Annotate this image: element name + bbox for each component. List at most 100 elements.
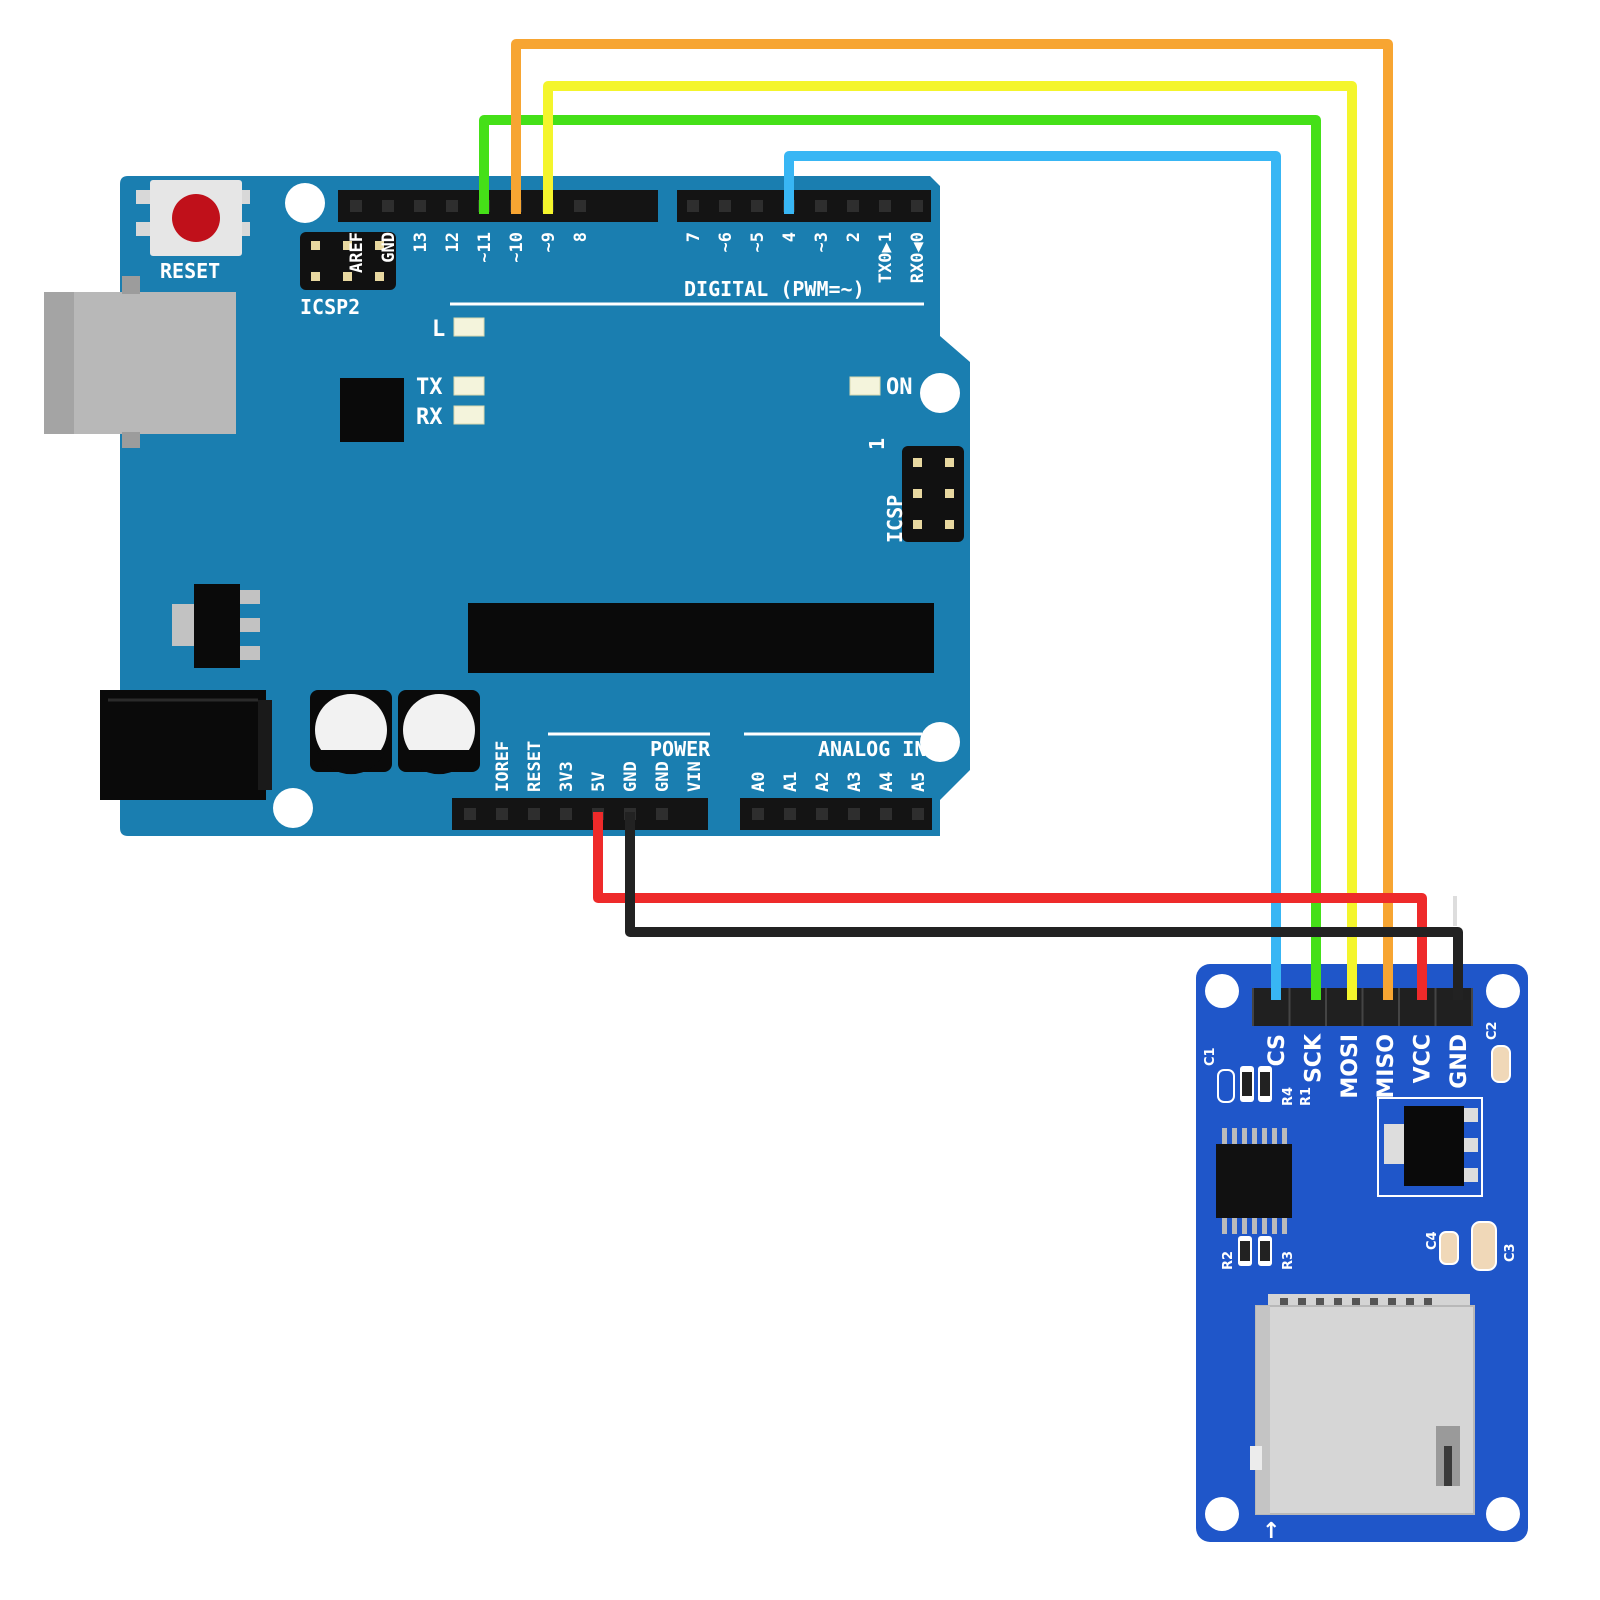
header-pin-socket[interactable] bbox=[879, 200, 891, 212]
capacitor bbox=[310, 690, 392, 775]
led-on-label: ON bbox=[886, 375, 913, 400]
pin-label: GND bbox=[379, 232, 399, 263]
power-label: POWER bbox=[650, 737, 711, 761]
insert-arrow-icon: ↑ bbox=[1262, 1519, 1280, 1544]
header-pin-socket[interactable] bbox=[382, 200, 394, 212]
component-label: C3 bbox=[1503, 1243, 1518, 1262]
pin-label: ~5 bbox=[748, 232, 768, 252]
chip-leg bbox=[1252, 1128, 1257, 1144]
pin-label: ~9 bbox=[539, 232, 559, 252]
capacitor bbox=[398, 690, 480, 775]
header-pin-socket[interactable] bbox=[880, 808, 892, 820]
pin-label: GND bbox=[621, 761, 641, 792]
reset-button[interactable] bbox=[136, 180, 250, 256]
mounting-hole bbox=[1205, 974, 1239, 1008]
pin-label: IOREF bbox=[493, 741, 513, 792]
chip-leg bbox=[1232, 1128, 1237, 1144]
sd-pin-label: SCK bbox=[1301, 1033, 1326, 1083]
mounting-hole bbox=[1486, 974, 1520, 1008]
header-pin-socket[interactable] bbox=[464, 808, 476, 820]
header-pin-socket[interactable] bbox=[816, 808, 828, 820]
sd-slot-contact bbox=[1298, 1298, 1306, 1308]
header-pin-socket[interactable] bbox=[446, 200, 458, 212]
header-pin-socket[interactable] bbox=[752, 808, 764, 820]
header-pin-socket[interactable] bbox=[815, 200, 827, 212]
chip-leg bbox=[1242, 1128, 1247, 1144]
pin-label: 7 bbox=[684, 232, 704, 242]
chip-leg bbox=[1222, 1218, 1227, 1234]
analog-label: ANALOG IN bbox=[818, 737, 926, 761]
wires bbox=[479, 39, 1463, 1000]
led-on bbox=[849, 376, 881, 396]
header-pin-socket[interactable] bbox=[496, 808, 508, 820]
led-tx-label: TX bbox=[416, 375, 443, 400]
digital-label: DIGITAL (PWM=~) bbox=[684, 277, 865, 301]
header-pin-socket[interactable] bbox=[848, 808, 860, 820]
usb-tab bbox=[122, 276, 140, 294]
pin-label: GND bbox=[653, 761, 673, 792]
pin-label: A4 bbox=[877, 772, 897, 792]
reset-label: RESET bbox=[160, 259, 220, 283]
pin-label: ~11 bbox=[475, 232, 495, 263]
smd-capacitor bbox=[1471, 1221, 1497, 1271]
component-label: R4 bbox=[1281, 1087, 1296, 1106]
pin-label: A1 bbox=[781, 772, 801, 792]
pin-label: A5 bbox=[909, 772, 929, 792]
mounting-hole bbox=[920, 722, 960, 762]
component-label: R3 bbox=[1281, 1251, 1296, 1270]
smd-resistor-pair bbox=[1238, 1236, 1272, 1266]
pin-label: 13 bbox=[411, 232, 431, 252]
mounting-hole bbox=[920, 373, 960, 413]
usb-connector-edge bbox=[44, 292, 74, 434]
header-pin-socket[interactable] bbox=[414, 200, 426, 212]
power-header bbox=[452, 798, 708, 830]
pin-label: AREF bbox=[347, 232, 367, 273]
header-pin-socket[interactable] bbox=[687, 200, 699, 212]
pin-label: A2 bbox=[813, 772, 833, 792]
header-pin-socket[interactable] bbox=[560, 808, 572, 820]
pin-label: RX0◀0 bbox=[908, 232, 928, 283]
pin-label: 2 bbox=[844, 232, 864, 242]
sd-pin-label: VCC bbox=[1411, 1034, 1436, 1083]
pin-label: 12 bbox=[443, 232, 463, 252]
component-label: R2 bbox=[1221, 1251, 1236, 1270]
header-pin-socket[interactable] bbox=[719, 200, 731, 212]
header-pin-socket[interactable] bbox=[784, 808, 796, 820]
led-rx bbox=[453, 405, 485, 425]
chip-leg bbox=[1262, 1128, 1267, 1144]
header-pin-socket[interactable] bbox=[574, 200, 586, 212]
sd-slot-contact bbox=[1424, 1298, 1432, 1308]
mounting-hole bbox=[273, 788, 313, 828]
chip-leg bbox=[1262, 1218, 1267, 1234]
pin-label: A0 bbox=[749, 772, 769, 792]
mounting-hole bbox=[1205, 1497, 1239, 1531]
chip-leg bbox=[1282, 1128, 1287, 1144]
pin-label: ~3 bbox=[812, 232, 832, 252]
sd-pin-label: GND bbox=[1447, 1034, 1472, 1089]
micro-sd-slot[interactable]: ↑ bbox=[1250, 1294, 1475, 1544]
chip-leg bbox=[1252, 1218, 1257, 1234]
smd-capacitor bbox=[1217, 1069, 1235, 1103]
header-pin-socket[interactable] bbox=[350, 200, 362, 212]
header-pin-socket[interactable] bbox=[911, 200, 923, 212]
sd-slot-contact bbox=[1280, 1298, 1288, 1308]
header-pin-socket[interactable] bbox=[912, 808, 924, 820]
chip-leg bbox=[1232, 1218, 1237, 1234]
header-pin-socket[interactable] bbox=[847, 200, 859, 212]
header-pin-socket[interactable] bbox=[528, 808, 540, 820]
sd-voltage-regulator bbox=[1377, 1097, 1483, 1197]
icsp-label: ICSP bbox=[883, 495, 907, 543]
chip-leg bbox=[1272, 1218, 1277, 1234]
mounting-hole bbox=[1486, 1497, 1520, 1531]
chip-leg bbox=[1272, 1128, 1277, 1144]
wire-mosi bbox=[543, 81, 1357, 1000]
led-l-label: L bbox=[432, 317, 445, 342]
sd-slot-contact bbox=[1370, 1298, 1378, 1308]
mounting-hole bbox=[285, 183, 325, 223]
sd-pin-label: CS bbox=[1265, 1034, 1290, 1066]
smd-capacitor bbox=[1491, 1045, 1511, 1083]
wire-gnd bbox=[625, 812, 1463, 1000]
header-pin-socket[interactable] bbox=[656, 808, 668, 820]
header-pin-socket[interactable] bbox=[751, 200, 763, 212]
